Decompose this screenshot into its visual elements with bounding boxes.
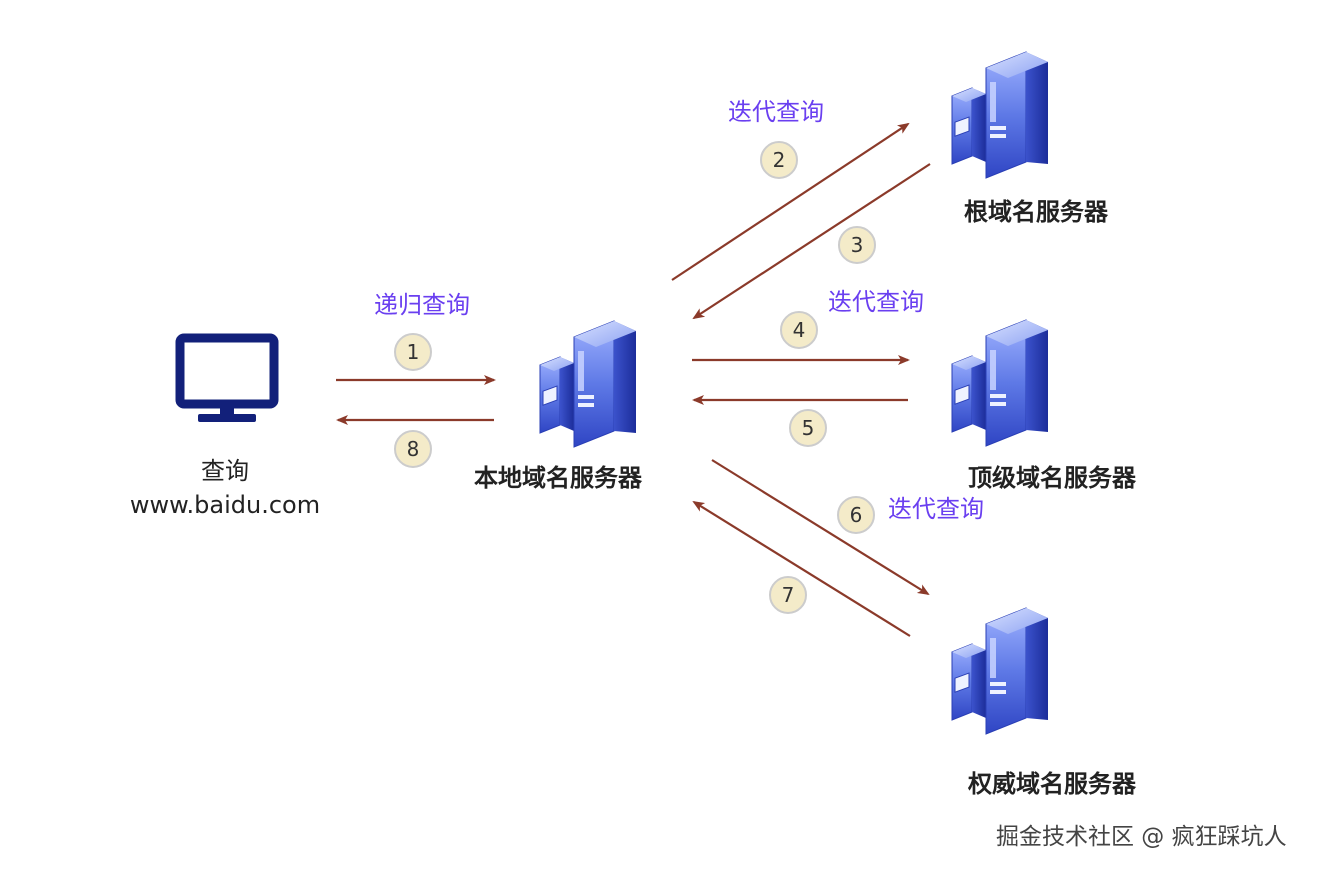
monitor-icon (175, 333, 279, 422)
step-badge-3: 3 (838, 226, 876, 264)
arrow-step-7 (692, 500, 911, 637)
step-badge-7: 7 (769, 576, 807, 614)
step-badge-6: 6 (837, 496, 875, 534)
root-server-label: 根域名服务器 (964, 198, 1108, 226)
client-label-line1: 查询 (201, 457, 249, 485)
iterative-query-label-tld: 迭代查询 (828, 288, 924, 316)
recursive-query-label: 递归查询 (374, 291, 470, 319)
tld-server-icon (951, 319, 1049, 447)
iterative-query-label-root: 迭代查询 (728, 98, 824, 126)
root-server-icon (951, 51, 1049, 179)
authoritative-server-label: 权威域名服务器 (968, 770, 1136, 798)
iterative-query-label-auth: 迭代查询 (888, 495, 984, 523)
step-badge-5: 5 (789, 409, 827, 447)
arrow-step-3 (692, 163, 931, 320)
step-badge-8: 8 (394, 430, 432, 468)
local-server-icon (539, 320, 637, 448)
client-label: 查询 www.baidu.com (120, 454, 330, 522)
local-server-label: 本地域名服务器 (474, 464, 642, 492)
step-badge-4: 4 (780, 311, 818, 349)
watermark-text: 掘金技术社区 @ 疯狂踩坑人 (996, 824, 1287, 850)
authoritative-server-icon (951, 607, 1049, 735)
arrow-step-2 (671, 122, 910, 281)
tld-server-label: 顶级域名服务器 (968, 464, 1136, 492)
arrow-step-6 (711, 459, 930, 596)
step-badge-2: 2 (760, 141, 798, 179)
step-badge-1: 1 (394, 333, 432, 371)
client-label-line2: www.baidu.com (129, 491, 321, 519)
